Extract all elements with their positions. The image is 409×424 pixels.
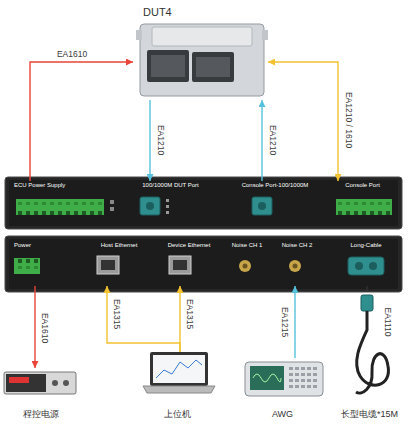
cable-label: EA1110: [384, 308, 393, 337]
connector-face: [151, 55, 185, 77]
cable-label: EA1610: [57, 50, 87, 59]
dut-port: 100/1000M DUT Port: [128, 181, 213, 223]
ecu-housing: [140, 24, 264, 96]
node-label: Host Ethernet: [101, 242, 138, 249]
connector-pin: [369, 262, 377, 270]
ecu-connector: [192, 52, 234, 82]
node-label: 上位机: [164, 410, 191, 420]
node-label: ECU Power Supply: [14, 182, 65, 189]
fakra-connector: [140, 197, 160, 215]
mounting-tab: [136, 30, 142, 40]
supply-display: [9, 377, 29, 383]
sma-pin: [243, 264, 248, 269]
node-label: DUT4: [143, 6, 172, 18]
fakra-connector: [348, 257, 384, 275]
noise-channel-port: Noise CH 1: [224, 241, 270, 286]
cable-label: EA1210: [269, 125, 278, 155]
connector-pin: [146, 202, 154, 210]
laptop-screen-frame: [150, 352, 208, 386]
terminal-block: [14, 258, 40, 274]
host-ethernet-port: Host Ethernet: [88, 241, 150, 286]
cable-node: 长型电缆*15M: [332, 292, 407, 420]
waveform: [253, 374, 281, 382]
status-led: [110, 200, 114, 204]
cable-connector: [107, 286, 180, 352]
ecu-connector: [147, 50, 189, 82]
awg-node: AWG: [240, 358, 325, 420]
cable-connector: [179, 286, 180, 352]
power-supply-node: 程控电源: [2, 368, 80, 420]
cable-label: EA1210: [157, 125, 166, 155]
terminal-block: [336, 199, 392, 215]
node-label: 长型电缆*15M: [341, 410, 398, 420]
laptop-base: [143, 386, 215, 393]
device-ethernet-port: Device Ethernet: [156, 241, 222, 286]
cable-label: EA1315: [186, 299, 195, 329]
status-led: [166, 211, 169, 214]
host-pc-node: 上位机: [140, 352, 215, 420]
ecu-node: DUT4: [133, 2, 268, 100]
sma-pin: [293, 264, 298, 269]
front-panel: [9, 239, 398, 289]
console-ethernet-port: Console Port-100/1000M: [225, 181, 325, 223]
connector-pin: [355, 262, 363, 270]
cable-connector: [366, 286, 367, 292]
awg-instrument: [245, 362, 323, 396]
connector-face: [196, 57, 230, 77]
node-label: Console Port: [345, 182, 380, 189]
chassis-lower: [5, 236, 402, 292]
front-panel: [9, 180, 398, 226]
cable-label: EA1315: [113, 299, 122, 329]
supply-panel: [6, 374, 46, 392]
status-led: [166, 205, 169, 208]
awg-keypad: [288, 367, 318, 391]
supply-knob: [63, 380, 69, 386]
laptop-screen: [153, 355, 205, 383]
node-label: Noise CH 2: [282, 242, 313, 249]
console-port: Console Port: [330, 181, 395, 223]
cable-label: EA1215: [281, 307, 290, 337]
cable-connector: [34, 286, 35, 368]
ecu-lid: [152, 27, 252, 46]
node-label: Long-Cable: [350, 242, 381, 249]
rj45-port: [97, 256, 119, 274]
rj45-socket: [101, 260, 115, 270]
node-label: Device Ethernet: [168, 242, 211, 249]
cable-connector: [261, 100, 262, 181]
long-cable-port: Long-Cable: [334, 241, 398, 286]
supply-knob: [52, 380, 58, 386]
awg-display: [250, 366, 284, 390]
sma-connector: [289, 260, 301, 272]
noise-channel-port: Noise CH 2: [274, 241, 320, 286]
power-terminal-port: ECU Power Supply: [12, 181, 122, 223]
cable-connector: [268, 62, 338, 181]
node-label: Console Port-100/1000M: [242, 182, 309, 189]
cable-label: EA1610: [41, 313, 50, 343]
cable-connector: [361, 295, 373, 311]
node-label: Power: [14, 242, 31, 249]
cable-connector: [149, 100, 150, 181]
terminal-block: [16, 199, 104, 215]
power-input-port: Power: [12, 241, 62, 286]
node-label: AWG: [272, 410, 293, 420]
sma-connector: [239, 260, 251, 272]
mounting-tab: [262, 30, 268, 40]
node-label: 100/1000M DUT Port: [142, 182, 199, 189]
fakra-connector: [252, 197, 272, 215]
cable-connector: [294, 286, 295, 358]
chassis-upper: [5, 177, 402, 229]
cable-connector: [30, 62, 133, 181]
node-label: 程控电源: [23, 410, 59, 420]
rj45-port: [169, 256, 191, 274]
connector-pin: [258, 202, 266, 210]
node-label: Noise CH 1: [232, 242, 263, 249]
cable-label: EA1210 / 1610: [345, 92, 354, 148]
status-led: [110, 207, 114, 211]
screen-chart: [156, 360, 202, 378]
power-supply: [4, 372, 76, 394]
status-led: [166, 199, 169, 202]
rj45-socket: [173, 260, 187, 270]
